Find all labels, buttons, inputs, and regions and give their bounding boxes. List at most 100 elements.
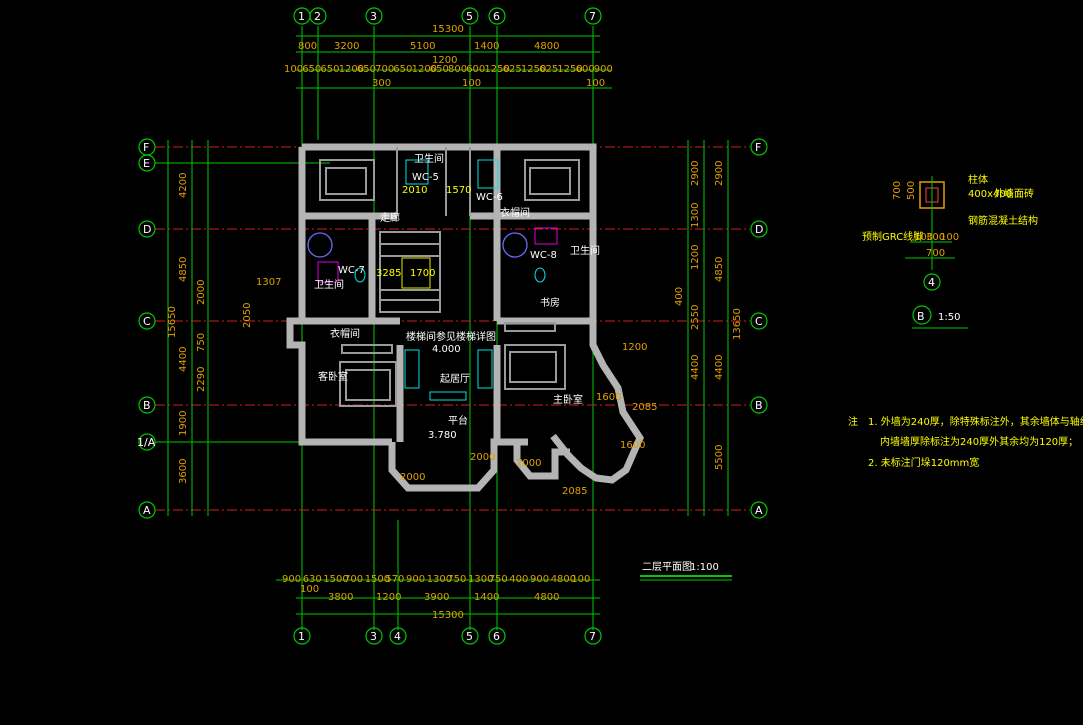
bottom-small-dim-9: 1300 bbox=[468, 574, 493, 585]
room-label-wardrobe2: 衣帽间 bbox=[330, 327, 360, 340]
axis-bubbles-left bbox=[138, 138, 156, 519]
bottom-small-dim-0: 900 bbox=[282, 574, 301, 585]
axis-label-row-a: A bbox=[143, 504, 151, 517]
bottom-small-dim-1: 630 bbox=[303, 574, 322, 585]
axis-label-top-5: 5 bbox=[466, 10, 473, 23]
horizontal-grid-lines bbox=[155, 146, 750, 511]
axis-label-top-1: 1 bbox=[298, 10, 305, 23]
axis-label-row-1a: 1/A bbox=[137, 436, 156, 449]
detail-label-d: 钢筋混凝土结构 bbox=[968, 214, 1038, 227]
inner-dim-8: 1200 bbox=[622, 342, 647, 353]
right-total-dimension: 13650 bbox=[732, 308, 743, 340]
left-small-dim-1: 1307 bbox=[256, 277, 281, 288]
detail-number: 4 bbox=[928, 276, 935, 289]
detail-dim-1: 700 bbox=[892, 181, 903, 200]
title-underline bbox=[640, 575, 732, 581]
top-small-dim-14: 625 bbox=[539, 64, 558, 75]
bottom-small-dim-4: 1500 bbox=[365, 574, 390, 585]
living-furniture bbox=[341, 322, 556, 401]
top-small-dim-17: 900 bbox=[594, 64, 613, 75]
drawing-title: 二层平面图 bbox=[642, 561, 692, 573]
top-small-dim-3: 1200 bbox=[339, 64, 364, 75]
axis-label-bottom-6: 6 bbox=[493, 630, 500, 643]
axis-bubbles-right bbox=[750, 138, 768, 519]
room-label-wc8: WC-8 bbox=[530, 250, 557, 261]
axis-label-right-c: C bbox=[755, 315, 763, 328]
room-label-study: 书房 bbox=[540, 296, 560, 309]
top-small-dim-5: 700 bbox=[375, 64, 394, 75]
top-dim-2: 3200 bbox=[334, 41, 359, 52]
inner-dim-9: 1600 bbox=[620, 440, 645, 451]
room-label-wc6: WC-6 bbox=[476, 192, 503, 203]
axis-bubbles-top bbox=[293, 7, 602, 25]
right-dim-b4: 5500 bbox=[714, 445, 725, 470]
inner-dim-4: 1700 bbox=[410, 268, 435, 279]
room-label-wc7: WC-7 bbox=[338, 265, 365, 276]
room-label-bath1: 卫生间 bbox=[414, 152, 444, 165]
detail-dim-2: 500 bbox=[906, 181, 917, 200]
right-dim-b3: 4400 bbox=[714, 355, 725, 380]
room-label-wc5: WC-5 bbox=[412, 172, 439, 183]
top-small-dim-4: 650 bbox=[357, 64, 376, 75]
top-sub-dim-3: 100 bbox=[586, 78, 605, 89]
top-small-dim-2: 650 bbox=[320, 64, 339, 75]
bottom-dim-2: 1200 bbox=[376, 592, 401, 603]
room-label-bedroom: 客卧室 bbox=[318, 370, 348, 383]
room-label-master: 主卧室 bbox=[553, 393, 583, 406]
inner-dim-10: 2000 bbox=[400, 472, 425, 483]
detail-callout: B bbox=[917, 310, 925, 323]
inner-dim-3: 3285 bbox=[376, 268, 401, 279]
detail-callout-scale: 1:50 bbox=[938, 312, 960, 323]
inner-dim-2: 1570 bbox=[446, 185, 471, 196]
inner-dim-1: 2010 bbox=[402, 185, 427, 196]
detail-label-b: 400x400 bbox=[968, 189, 1012, 200]
bottom-dim-5: 4800 bbox=[534, 592, 559, 603]
top-small-dim-6: 650 bbox=[393, 64, 412, 75]
bottom-total-dimension: 15300 bbox=[432, 610, 464, 621]
axis-label-bottom-5: 5 bbox=[466, 630, 473, 643]
top-small-dim-11: 1250 bbox=[484, 64, 509, 75]
notes-prefix: 注 bbox=[848, 415, 858, 428]
level-main: 4.000 bbox=[432, 344, 461, 355]
top-center-dim: 1200 bbox=[432, 55, 457, 66]
detail-dim-4: 300 bbox=[926, 232, 945, 243]
axis-label-bottom-4: 4 bbox=[394, 630, 401, 643]
detail-dim-5: 100 bbox=[940, 232, 959, 243]
column-detail bbox=[905, 176, 968, 329]
right-small-dim: 400 bbox=[674, 287, 685, 306]
top-dim-5: 4800 bbox=[534, 41, 559, 52]
axis-label-top-2: 2 bbox=[314, 10, 321, 23]
right-dim-a5: 4400 bbox=[690, 355, 701, 380]
vertical-grid-lines bbox=[301, 26, 594, 630]
left-small-dim-2: 2050 bbox=[242, 303, 253, 328]
bed-north-east bbox=[524, 159, 580, 201]
walls bbox=[286, 143, 644, 492]
top-small-dim-0: 100 bbox=[284, 64, 303, 75]
note-1b: 内墙墙厚除标注为240厚外其余均为120厚； bbox=[880, 435, 1078, 448]
axis-label-top-3: 3 bbox=[370, 10, 377, 23]
drawing-scale: 1:100 bbox=[690, 562, 719, 573]
axis-bubbles-bottom bbox=[293, 627, 602, 645]
top-dim-1: 800 bbox=[298, 41, 317, 52]
top-small-dim-8: 650 bbox=[430, 64, 449, 75]
right-dimension-lines bbox=[687, 140, 729, 516]
left-dim-1: 4200 bbox=[178, 173, 189, 198]
top-small-dim-1: 650 bbox=[302, 64, 321, 75]
bottom-dim-3: 3900 bbox=[424, 592, 449, 603]
bottom-small-dim-13: 4800 bbox=[551, 574, 576, 585]
top-small-dim-7: 1200 bbox=[412, 64, 437, 75]
axis-label-bottom-3: 3 bbox=[370, 630, 377, 643]
top-sub-dim-2: 100 bbox=[462, 78, 481, 89]
note-1: 1. 外墙为240厚，除特殊标注外，其余墙体与轴线外偏100， bbox=[868, 415, 1083, 428]
bed-south-west bbox=[339, 361, 397, 407]
axis-label-row-d: D bbox=[143, 223, 151, 236]
detail-label-e: 预制GRC线脚 bbox=[862, 230, 923, 243]
detail-dim-6: 700 bbox=[926, 248, 945, 259]
top-small-dim-12: 625 bbox=[503, 64, 522, 75]
inner-dim-11: 2000 bbox=[470, 452, 495, 463]
bed-north-west bbox=[319, 159, 375, 201]
level-terrace: 3.780 bbox=[428, 430, 457, 441]
bottom-small-dim-6: 900 bbox=[406, 574, 425, 585]
inner-dim-12: 2000 bbox=[516, 458, 541, 469]
bottom-dimension-lines bbox=[276, 579, 600, 615]
